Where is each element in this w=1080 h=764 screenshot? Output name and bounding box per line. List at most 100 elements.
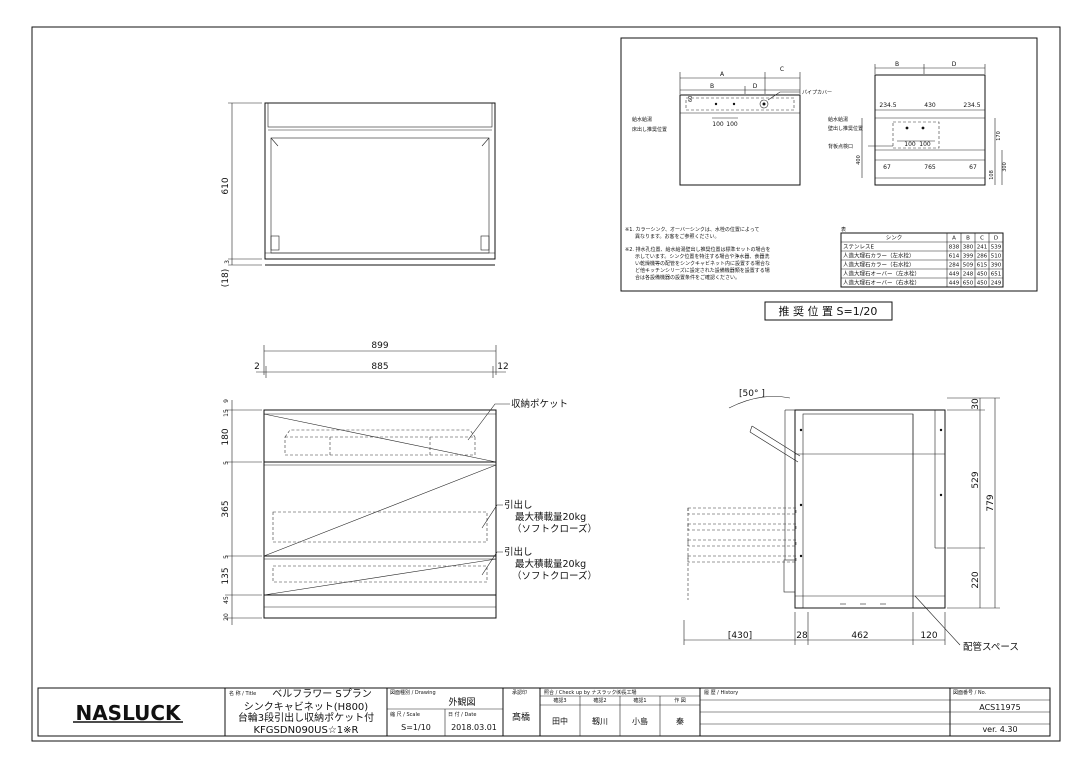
drawer1-label: 引出し: [504, 499, 533, 511]
check-head-1: 確認3: [553, 697, 566, 704]
reco-430: 430: [924, 102, 936, 109]
note2-line2: 示しています。シンク位置を特注する場合や浄水器、食器洗: [635, 253, 769, 260]
note2-line3: い乾燥機等の配管をシンクキャビネット内に設置する場合な: [635, 260, 770, 267]
note1-line2: 異なります。お客をご参照ください。: [635, 233, 720, 240]
table-cell: 248: [963, 272, 974, 278]
table-cell: 人造大理石カラー（右水栓）: [843, 261, 915, 269]
dim-462: 462: [851, 631, 868, 641]
dim-779: 779: [986, 494, 996, 511]
reco-label-D: D: [753, 83, 758, 90]
title-line4: KFGSDN090US☆1※R: [254, 725, 359, 736]
check-head-2: 確認2: [593, 697, 606, 704]
table-cell: 399: [963, 254, 974, 260]
dim-5b: 5: [223, 555, 230, 559]
drawer1-load: 最大積載量20kg: [515, 511, 586, 523]
table-cell: 838: [949, 245, 960, 251]
pocket-label: 収納ポケット: [511, 398, 568, 410]
check-caption: 照合 / Check up by ナスラック㈱長工場: [544, 689, 637, 696]
title-caption: 名 称 / Title: [229, 690, 256, 697]
drawer2-softclose: （ソフトクローズ）: [512, 570, 597, 582]
table-cell: 615: [977, 263, 988, 269]
table-cell: ステンレスE: [843, 244, 875, 251]
number-caption: 図面番号 / No.: [953, 689, 987, 696]
table-cell: 249: [991, 281, 1002, 287]
left-label-water: 給水給湯: [632, 116, 652, 123]
check-name-3: 小島: [632, 716, 648, 726]
table-cell: 人造大理石オーバー（左水栓）: [843, 270, 920, 278]
dim-885: 885: [371, 362, 388, 372]
reco-r100b: 100: [919, 141, 931, 148]
table-cell: 380: [963, 245, 974, 251]
reco-67b: 67: [969, 164, 977, 171]
note1-line1: ※1. カラーシンク、オーバーシンクは、水栓の位置によって: [625, 226, 759, 233]
company-logo: NASLUCK: [75, 701, 182, 725]
table-cell: 450: [977, 281, 988, 287]
approval-caption: 承認印: [512, 689, 527, 696]
note2-line4: ど他キッチンシリーズに設定された設備機器類を設置する場: [635, 267, 770, 274]
dim-610: 610: [221, 177, 231, 194]
table-header-cell: A: [952, 236, 956, 242]
recommended-position-panel: A C B D パイプカバー 60 100 100 給水給湯 床出し推奨位置 B…: [620, 37, 1038, 292]
table-cell: 390: [991, 263, 1002, 269]
title-block: NASLUCK 名 称 / Title ベルフラワー Sプラン シンクキャビネッ…: [37, 687, 1051, 737]
reco-400: 400: [856, 155, 862, 165]
reco-234-5b: 234.5: [963, 102, 980, 109]
side-view: [50° ] 配管スペース 30 529 220 779 [430] 28 46…: [683, 389, 1019, 653]
reco-67a: 67: [883, 164, 891, 171]
dim-899: 899: [371, 341, 388, 351]
title-line3: 台輪3段引出し収納ポケット付: [238, 711, 374, 724]
dim-120: 120: [920, 631, 937, 641]
reco-300: 300: [1002, 162, 1008, 172]
table-cell: 509: [963, 263, 974, 269]
table-cell: 539: [991, 245, 1002, 251]
dim-3: 3: [224, 260, 231, 264]
reco-label-A: A: [720, 71, 725, 78]
front-view-top: 610 3 (18): [221, 102, 496, 287]
drawing-value: 外観図: [448, 696, 475, 708]
title-main: ベルフラワー Sプラン: [272, 688, 372, 700]
dim-12: 12: [497, 362, 508, 372]
date-value: 2018.03.01: [451, 723, 497, 732]
drawer1-softclose: （ソフトクローズ）: [512, 523, 597, 535]
scale-caption: 縮 尺 / Scale: [390, 711, 420, 718]
dim-15: 15: [223, 409, 230, 417]
table-header-cell: B: [966, 236, 970, 242]
reco-108: 108: [989, 170, 995, 180]
table-cell: 450: [977, 272, 988, 278]
scale-value: S=1/10: [401, 723, 431, 732]
title-line2: シンクキャビネット(H800): [244, 701, 369, 713]
version: ver. 4.30: [982, 725, 1017, 734]
reco-label-D2: D: [952, 61, 957, 68]
table-header-cell: C: [980, 236, 984, 242]
dim-2: 2: [254, 362, 260, 372]
drawer2-load: 最大積載量20kg: [515, 558, 586, 570]
table-cell: 651: [991, 272, 1002, 278]
drawer2-label: 引出し: [504, 546, 533, 558]
table-cell: 449: [949, 281, 960, 287]
left-label-floor: 床出し推奨位置: [632, 126, 667, 133]
check-head-3: 確認1: [633, 697, 646, 704]
table-cell: 人造大理石オーバー（右水栓）: [843, 279, 920, 287]
reco-765: 765: [924, 164, 936, 171]
table-cell: 449: [949, 272, 960, 278]
reco-caption: 推 奨 位 置 S=1/20: [779, 304, 878, 318]
table-cell: 286: [977, 254, 988, 260]
pipe-cover-label: パイプカバー: [802, 90, 832, 96]
note2-line1: ※2. 排水孔位置、給水給湯壁出し推奨位置は標準セットの場合を: [625, 246, 771, 253]
table-cell: 614: [949, 254, 960, 260]
approval-value: 髙橋: [512, 711, 530, 723]
table-title: 表: [841, 226, 846, 233]
dim-18: (18): [221, 269, 231, 287]
reco-label-B2: B: [895, 61, 899, 68]
dim-angle: [50° ]: [739, 389, 765, 399]
history-caption: 履 歴 / History: [704, 690, 738, 696]
table-cell: 284: [949, 263, 960, 269]
dim-5a: 5: [223, 461, 230, 465]
table-header-cell: D: [994, 236, 998, 242]
dim-365: 365: [221, 500, 231, 517]
reco-100a: 100: [712, 121, 724, 128]
right-label-wall: 壁出し推奨位置: [828, 125, 863, 132]
pipe-space-label: 配管スペース: [963, 641, 1019, 653]
front-view-main: 899 2 885 12 9 15 180: [221, 341, 597, 625]
sheet-border: [31, 26, 1061, 742]
